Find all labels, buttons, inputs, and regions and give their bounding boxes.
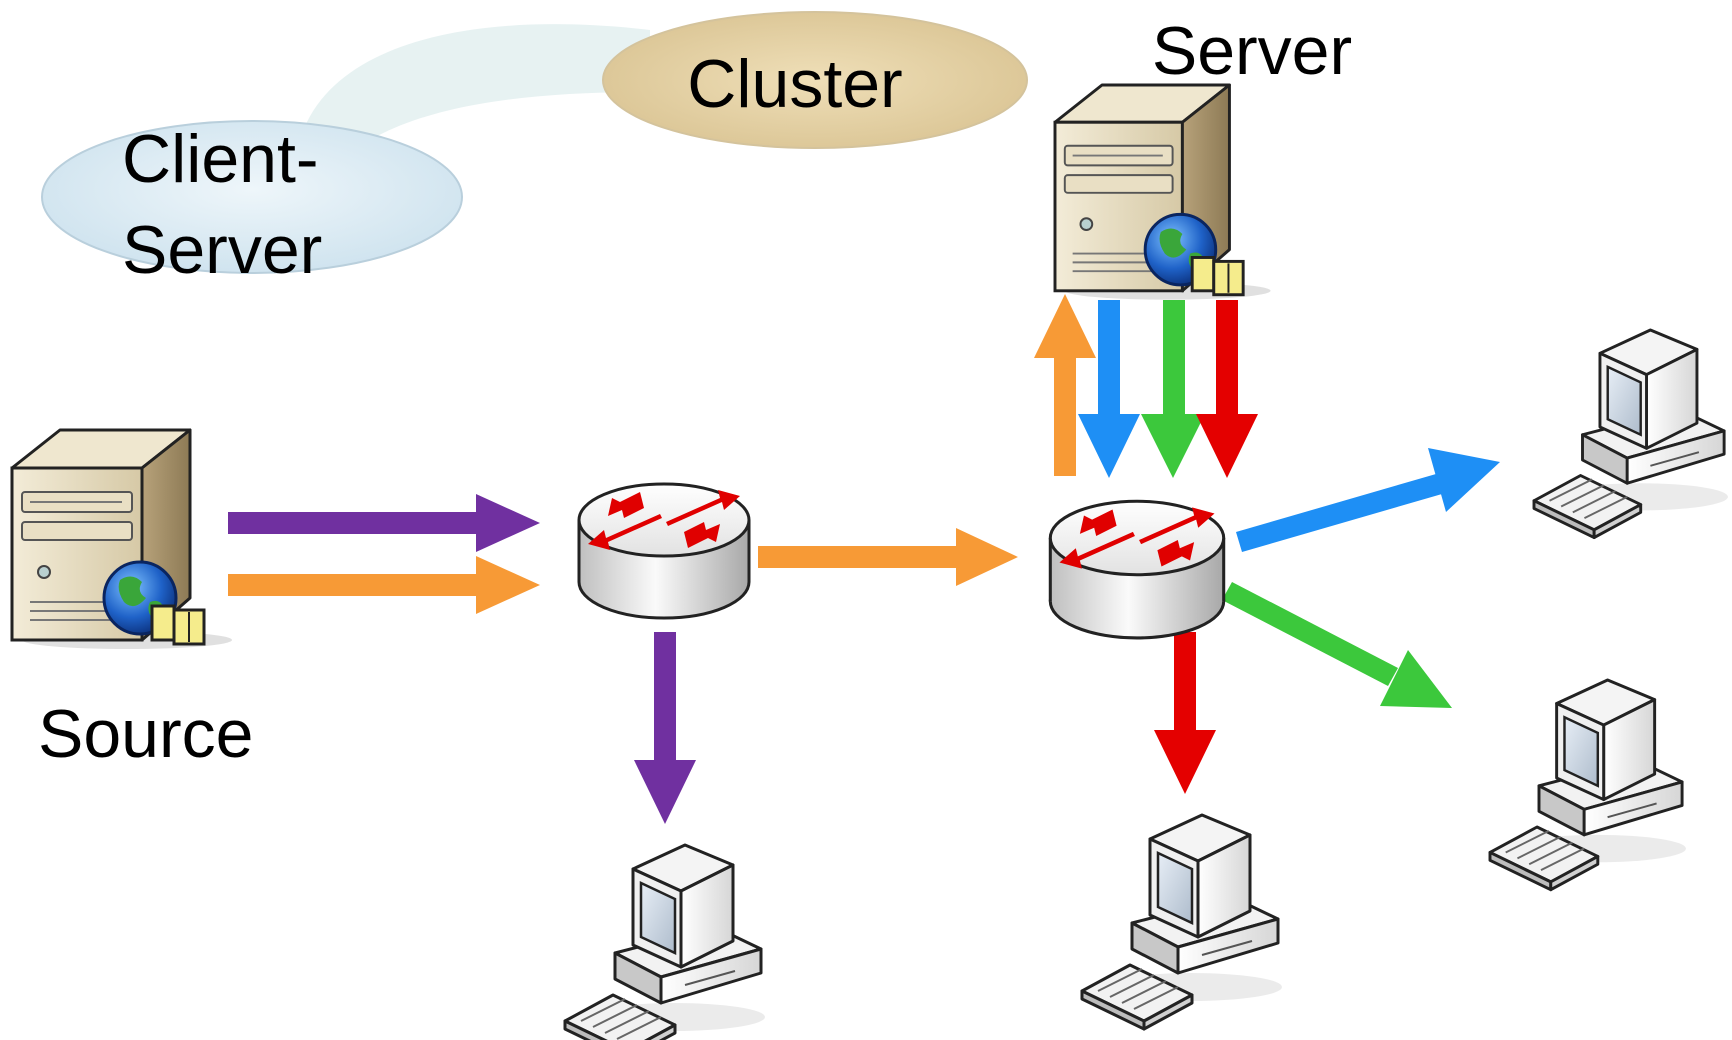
server-globe-icon [1053, 83, 1273, 302]
cluster-label: Cluster [687, 46, 902, 122]
server-label: Server [1152, 13, 1352, 89]
source-label: Source [38, 696, 253, 772]
red-arrow-server-to-router [1196, 300, 1258, 478]
red-arrow-router-to-client [1154, 632, 1216, 794]
source-server-globe-icon [10, 428, 234, 651]
client-server-label-line2: Server [122, 212, 322, 288]
green-arrow-server-to-router [1141, 300, 1205, 478]
orange-arrow-source-to-router [228, 556, 540, 614]
cluster-bubble [602, 11, 1028, 149]
workstation-icon [1532, 328, 1730, 540]
blue-arrow-server-to-router [1078, 300, 1140, 478]
orange-arrow-router-to-server [1034, 294, 1096, 476]
purple-arrow-source-to-router [228, 494, 540, 552]
router-icon [577, 482, 751, 620]
workstation-icon [1080, 813, 1284, 1031]
workstation-icon [1488, 678, 1688, 892]
blue-arrow-router-to-client [1236, 448, 1500, 552]
client-server-bubble [41, 120, 463, 274]
orange-arrow-router-to-router [758, 528, 1018, 586]
workstation-icon [563, 843, 767, 1040]
router-icon [1048, 499, 1226, 640]
green-arrow-router-to-client [1222, 582, 1452, 708]
client-server-label-line1: Client- [122, 121, 319, 197]
bubble-connector [300, 24, 650, 180]
purple-arrow-router-to-client [634, 632, 696, 824]
flow-arrows [228, 294, 1500, 824]
